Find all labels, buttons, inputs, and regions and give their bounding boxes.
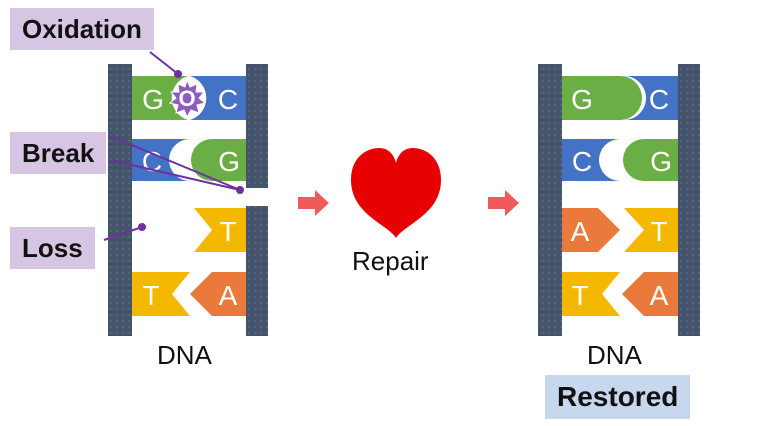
dna-caption-after: DNA bbox=[587, 340, 642, 370]
oxidation-burst-icon bbox=[168, 78, 207, 119]
base-a-letter: A bbox=[650, 280, 669, 311]
base-c-letter: C bbox=[572, 146, 592, 177]
base-c bbox=[132, 139, 190, 181]
loss-pointer bbox=[103, 226, 143, 241]
loss-pointer-dot bbox=[138, 223, 146, 231]
oxidation-pointer bbox=[149, 51, 179, 75]
damaged-dna: G C O C G T T A bbox=[103, 51, 268, 336]
base-pair-cg: C G bbox=[132, 139, 246, 181]
break-pointer-1 bbox=[109, 135, 241, 191]
left-backbone bbox=[108, 64, 132, 336]
heart-icon bbox=[351, 148, 441, 238]
base-pair-cg: C G bbox=[562, 139, 678, 181]
right-backbone bbox=[678, 64, 700, 336]
base-pair-ta: T A bbox=[562, 272, 678, 316]
base-pair-at: A T bbox=[562, 208, 678, 252]
base-g-letter: G bbox=[571, 84, 593, 115]
base-a bbox=[190, 272, 246, 316]
base-t bbox=[194, 208, 246, 252]
base-t bbox=[624, 208, 678, 252]
base-g bbox=[562, 76, 642, 120]
base-g-letter: G bbox=[142, 84, 164, 115]
repair-label: Repair bbox=[352, 246, 429, 276]
base-t bbox=[562, 272, 620, 316]
base-g-letter: G bbox=[218, 146, 240, 177]
arrow-right-icon bbox=[298, 190, 329, 216]
base-c bbox=[624, 76, 678, 120]
break-pointer-dot bbox=[236, 186, 244, 194]
oxidation-pointer-dot bbox=[174, 70, 182, 78]
base-c-letter: C bbox=[218, 84, 238, 115]
left-backbone bbox=[538, 64, 562, 336]
base-t-letter: T bbox=[219, 216, 236, 247]
base-t-letter: T bbox=[142, 280, 159, 311]
base-a bbox=[562, 208, 620, 252]
base-pair-gc: G C bbox=[562, 76, 678, 120]
base-pair-gc-oxidized: G C O bbox=[132, 76, 246, 120]
base-g bbox=[623, 139, 678, 181]
break-pointer-2 bbox=[109, 159, 241, 191]
base-a-letter: A bbox=[219, 280, 238, 311]
restored-dna: G C C G A T T A bbox=[538, 64, 700, 336]
base-t bbox=[132, 272, 190, 316]
oxidation-mark: O bbox=[178, 86, 195, 111]
restored-label: Restored bbox=[545, 375, 691, 419]
base-a bbox=[622, 272, 678, 316]
base-pair-ta: T A bbox=[132, 272, 246, 316]
base-g-letter: G bbox=[650, 146, 672, 177]
base-c-letter: C bbox=[649, 84, 669, 115]
arrow-right-icon bbox=[488, 190, 519, 216]
base-a-letter: A bbox=[571, 216, 590, 247]
damage-pointers bbox=[103, 51, 244, 241]
break-label: Break bbox=[10, 132, 107, 174]
right-backbone-lower bbox=[246, 206, 268, 336]
base-c bbox=[562, 139, 620, 181]
oxidation-label: Oxidation bbox=[10, 8, 154, 50]
base-g bbox=[191, 139, 246, 181]
base-c bbox=[190, 76, 246, 120]
right-backbone-upper bbox=[246, 64, 268, 188]
base-t-letter: T bbox=[571, 280, 588, 311]
base-pair-lost-t: T bbox=[194, 208, 246, 252]
base-t-letter: T bbox=[650, 216, 667, 247]
loss-label: Loss bbox=[10, 227, 95, 269]
dna-caption-before: DNA bbox=[157, 340, 212, 370]
base-g bbox=[132, 76, 188, 120]
